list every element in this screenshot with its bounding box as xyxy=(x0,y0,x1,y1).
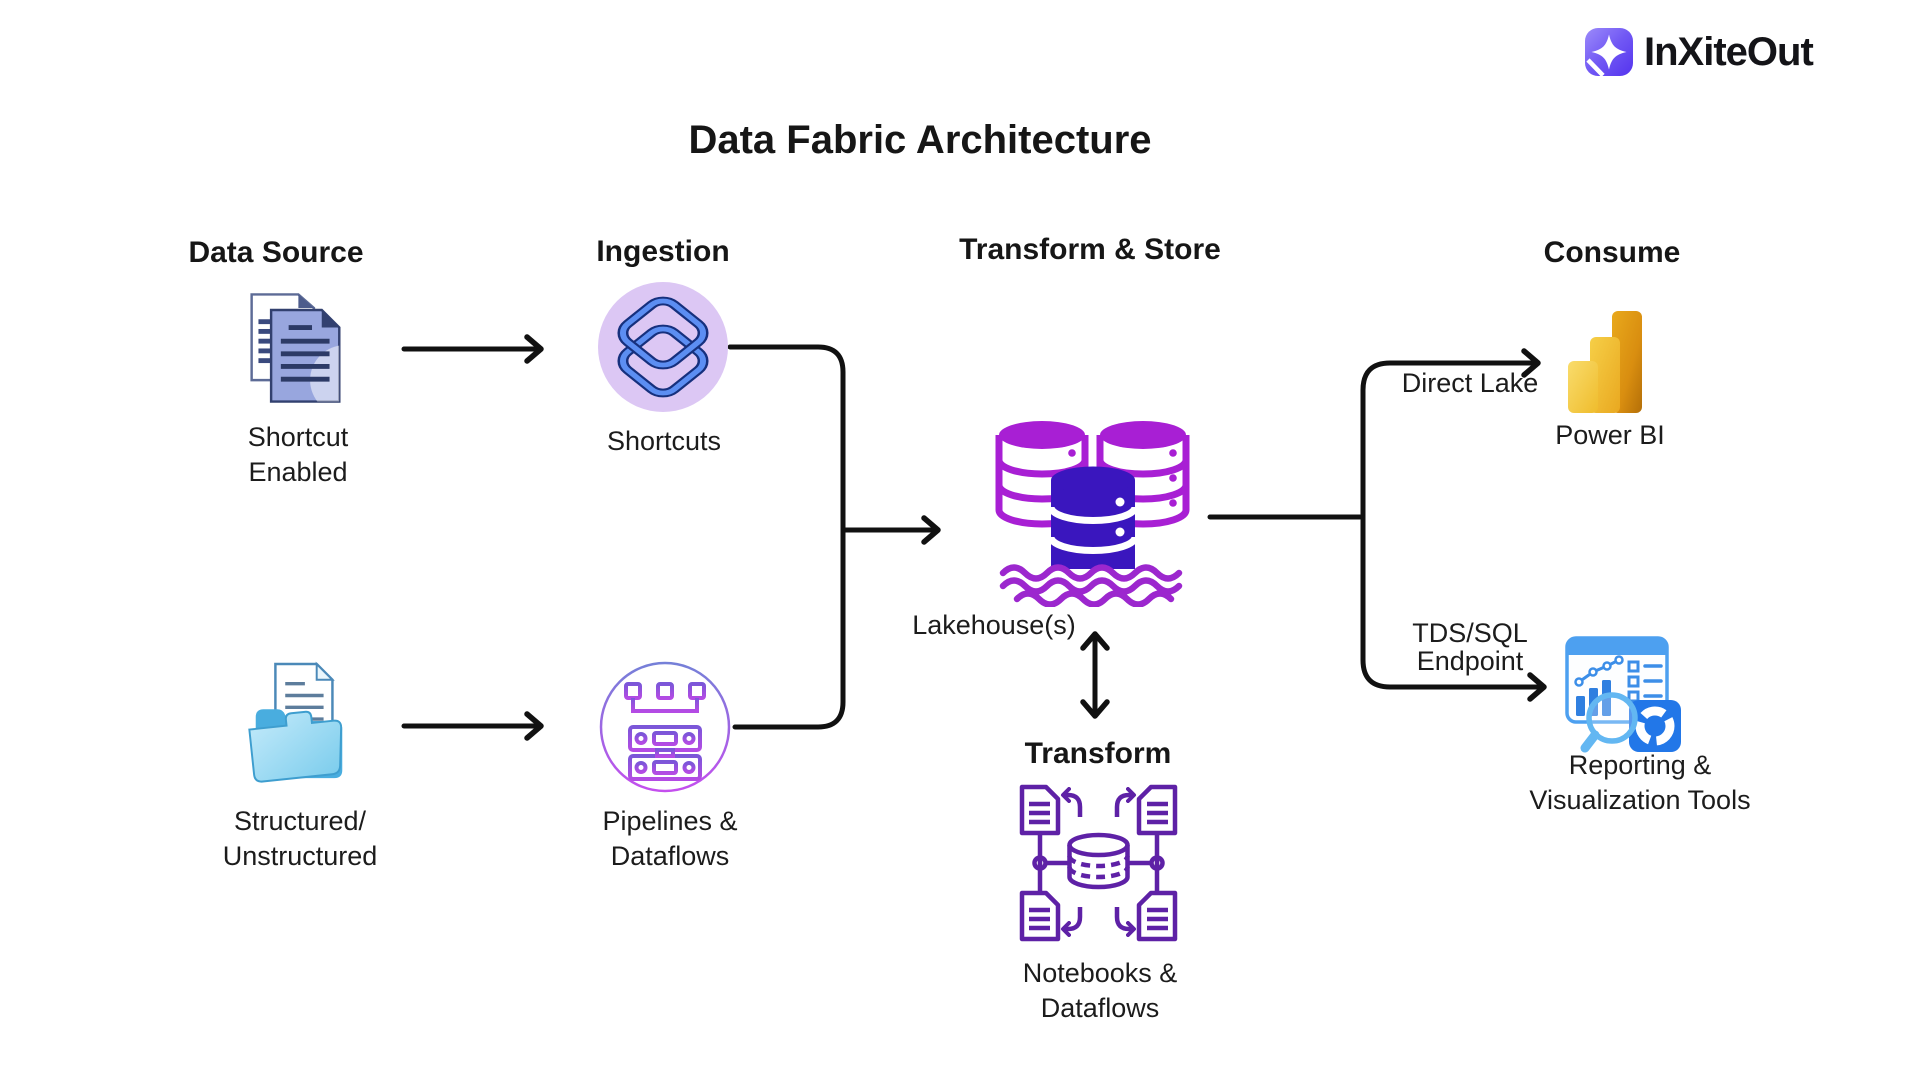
label-structured-unstructured: Structured/ Unstructured xyxy=(222,806,378,871)
notebooks-dataflow-icon xyxy=(1016,781,1181,945)
edge-label-direct-lake: Direct Lake xyxy=(1401,368,1539,398)
label-pipelines-dataflows: Pipelines & Dataflows xyxy=(602,806,738,871)
edge-label-tds-sql-endpoint: TDS/SQL Endpoint xyxy=(1412,618,1528,676)
page-title: Data Fabric Architecture xyxy=(688,118,1152,162)
label-shortcuts: Shortcuts xyxy=(606,426,722,456)
label-notebooks-dataflows: Notebooks & Dataflows xyxy=(1022,958,1178,1023)
lakehouse-databases-icon xyxy=(995,407,1190,607)
label-power-bi: Power BI xyxy=(1555,420,1665,450)
column-header-consume: Consume xyxy=(1543,236,1681,269)
brand-logo: InXiteOut xyxy=(1584,27,1814,77)
power-bi-icon xyxy=(1568,311,1642,413)
transform-header: Transform xyxy=(1024,737,1172,770)
label-reporting-visualization: Reporting & Visualization Tools xyxy=(1529,750,1751,815)
inxiteout-logo-icon xyxy=(1585,28,1633,77)
column-header-transform-store: Transform & Store xyxy=(959,233,1221,266)
column-header-data-source: Data Source xyxy=(188,236,364,269)
column-header-ingestion: Ingestion xyxy=(596,235,730,268)
brand-name: InXiteOut xyxy=(1644,29,1814,74)
shortcuts-diamonds-icon xyxy=(598,282,728,412)
documents-icon xyxy=(250,293,341,403)
label-shortcut-enabled: Shortcut Enabled xyxy=(247,422,349,487)
pipeline-servers-icon xyxy=(599,661,731,793)
reporting-dashboard-icon xyxy=(1565,636,1681,753)
bracket-ingestion-merge xyxy=(727,344,846,730)
label-lakehouse: Lakehouse(s) xyxy=(912,610,1076,640)
folder-documents-icon xyxy=(248,661,343,783)
